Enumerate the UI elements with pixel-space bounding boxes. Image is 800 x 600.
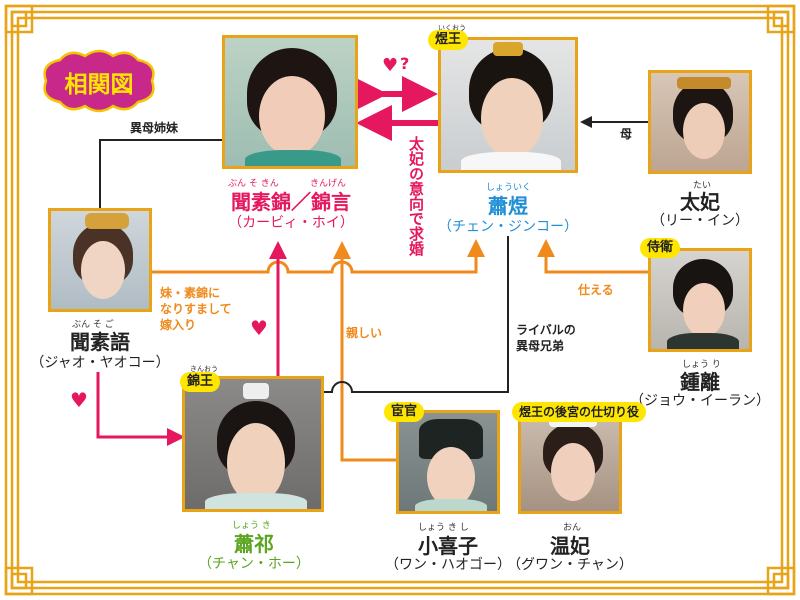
photo-shoukishi (396, 410, 500, 514)
photo-shouiku (438, 37, 578, 173)
heart-icon-shouki: ♥ (250, 316, 268, 340)
line-rival (322, 236, 509, 393)
name-shouki: 蕭祁 (234, 532, 274, 556)
photo-bunsokin (222, 35, 358, 169)
line-serve (537, 239, 648, 274)
label-half-sisters: 異母姉妹 (130, 121, 179, 135)
tag-onhi: 煜王の後宮の仕切り役 (512, 402, 647, 422)
label-close: 親しい (346, 326, 383, 340)
label-impersonate-3: 嫁入り (160, 318, 197, 332)
actor-shouri: （ジョウ・イーラン） (630, 393, 770, 409)
photo-taihi (648, 70, 752, 174)
ruby-bunsokin-right: きんげん (310, 179, 347, 189)
name-taihi: 太妃 (680, 190, 720, 214)
tag-ruby-shouki: きんおう (190, 365, 218, 373)
ruby-shouki: しょう き (232, 521, 271, 531)
photo-shouri (648, 248, 752, 352)
label-rival-2: 異母兄弟 (516, 339, 565, 353)
actor-bunsogo: （ジャオ・ヤオコー） (30, 355, 170, 371)
name-onhi: 温妃 (550, 534, 590, 558)
actor-shouki: （チャン・ホー） (198, 556, 310, 572)
ruby-bunsogo: ぶん そ ご (72, 320, 114, 330)
actor-shoukishi: （ワン・ハオゴー） (385, 557, 511, 573)
name-bunsogo: 聞素語 (70, 330, 130, 354)
label-serve: 仕える (578, 283, 614, 297)
love-question: ? (400, 54, 410, 73)
label-impersonate-1: 妹・素錦に (160, 286, 221, 300)
name-shouri: 鍾離 (680, 370, 720, 394)
actor-onhi: （グワン・チャン） (507, 557, 633, 573)
tag-shoukishi: 宦官 (384, 402, 425, 422)
page-title: 相関図 (64, 72, 134, 98)
label-mother: 母 (620, 127, 633, 141)
actor-bunsokin: （カービィ・ホイ） (228, 215, 354, 231)
label-rival-1: ライバルの (516, 323, 576, 337)
photo-bunsogo (48, 208, 152, 312)
label-impersonate-2: なりすまして (160, 302, 232, 316)
heart-icon-mutual: ♥ (382, 55, 399, 76)
tag-ruby-shouiku: いくおう (438, 24, 466, 32)
tag-shouki: 錦王 (180, 372, 221, 392)
line-half-sisters (99, 139, 222, 208)
actor-taihi: （リー・イン） (651, 213, 749, 229)
ruby-taihi: たい (693, 181, 712, 191)
photo-onhi (518, 410, 622, 514)
heart-icon-bunsogo: ♥ (70, 388, 88, 412)
ruby-shoukishi: しょう き し (418, 523, 469, 533)
tag-shouiku: 煜王 (428, 30, 469, 50)
actor-shouiku: （チェン・ジンコー） (438, 219, 578, 235)
name-shoukishi: 小喜子 (418, 534, 478, 558)
label-proposal: 太妃の意向で求婚 (407, 136, 425, 256)
tag-shouri: 侍衛 (640, 238, 681, 258)
line-love-bunsogo (96, 372, 185, 446)
photo-shouki (182, 376, 324, 512)
ruby-onhi: おん (563, 523, 582, 533)
line-close (333, 241, 410, 462)
ruby-shouri: しょう り (682, 360, 721, 370)
ruby-bunsokin-left: ぶん そ きん (228, 179, 279, 189)
title-badge: 相関図 (40, 48, 158, 114)
line-impersonate (152, 239, 485, 274)
name-shouiku: 蕭煜 (488, 194, 528, 218)
name-bunsokin: 聞素錦／錦言 (231, 190, 351, 214)
ruby-shouiku: しょういく (486, 183, 532, 193)
